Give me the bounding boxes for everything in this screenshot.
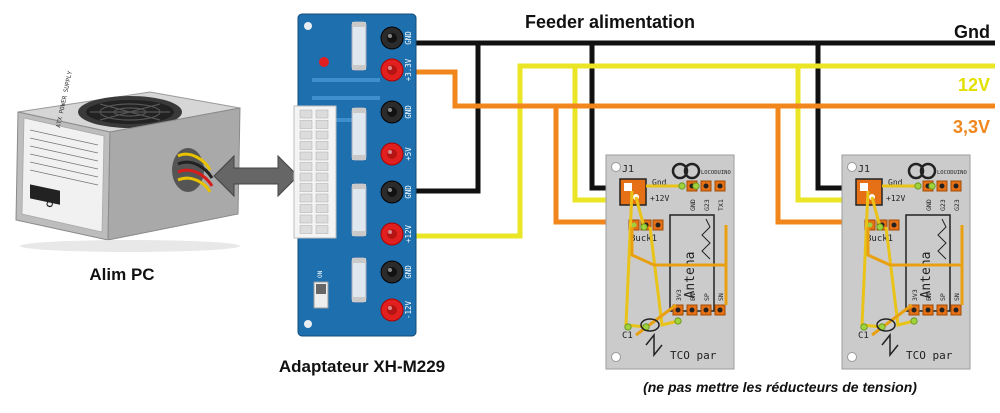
rail-label-3v3: 3,3V [953,117,990,137]
adapter-label: Adaptateur XH-M229 [279,357,445,376]
terminal-label: GND [404,105,413,119]
board-top-pins-2: TX1 [717,199,725,211]
board-v12: +12V [886,194,905,203]
board-antenna: Antena [919,252,934,299]
terminal-12v-7: -12V [380,298,413,322]
board-footer: TCO par [670,349,717,362]
terminal-5v-3: +5V [380,142,413,166]
terminal-gnd-6: GND [380,260,413,284]
board-cap: C1 [622,331,633,341]
board-bottom-pins-1: EN [689,293,697,301]
terminal-label: +5V [404,147,413,161]
fuse-2 [351,107,367,161]
xh-m229-adapter: ON GND +3.3V GND +5V GND +12V GND -12V [293,13,417,337]
terminal-12v-5: +12V [380,222,413,246]
rail-label-gnd: Gnd [954,22,990,42]
board-cap: C1 [858,331,869,341]
terminal-gnd-2: GND [380,100,413,124]
board-buck: Buck1 [866,234,893,244]
board-bottom-pins-0: 3V3 [675,289,683,301]
board-top-pins-1: G23 [703,199,711,211]
fuse-4 [351,257,367,303]
board-antenna: Antena [683,252,698,299]
terminal-label: +3.3V [404,58,413,81]
fuse-1 [351,21,367,71]
diagram-title: Feeder alimentation [525,12,695,32]
board-header: J1 [622,164,634,175]
terminal-gnd-4: GND [380,180,413,204]
pc-power-supply: ATX POWER SUPPLY CE [15,70,241,252]
psu-label: Alim PC [89,265,154,284]
board-bottom-pins-3: SN [953,293,961,301]
note-text: (ne pas mettre les réducteurs de tension… [643,379,917,395]
terminal-label: GND [404,185,413,199]
board-bottom-pins-3: SN [717,293,725,301]
rail-label-12v: 12V [958,75,990,95]
board-bottom-pins-0: 3V3 [911,289,919,301]
terminal-gnd-0: GND [380,26,413,50]
board-top-pins-0: GND [689,199,697,211]
board-gnd: Gnd [888,178,903,187]
switch-label: ON [317,270,324,278]
adapter-label-model: XH-M229 [373,357,445,376]
terminal-33v-1: +3.3V [380,58,413,82]
board-footer: TCO par [906,349,953,362]
rail-3v3 [410,69,995,225]
board-logo: LOCODUINO [937,170,967,176]
board-logo: LOCODUINO [701,170,731,176]
board-v12: +12V [650,194,669,203]
psu-cert-text: CE [44,194,56,208]
board-buck: Buck1 [630,234,657,244]
board-bottom-pins-1: EN [925,293,933,301]
terminal-label: +12V [404,224,413,243]
terminal-label: GND [404,31,413,45]
board-header: J1 [858,164,870,175]
fuse-3 [351,183,367,237]
board-bottom-pins-2: SP [703,293,711,301]
terminal-label: -12V [404,300,413,319]
adapter-label-prefix: Adaptateur [279,357,373,376]
board-gnd: Gnd [652,178,667,187]
board-top-pins-1: G23 [939,199,947,211]
terminal-label: GND [404,265,413,279]
board-top-pins-2: G23 [953,199,961,211]
board-bottom-pins-2: SP [939,293,947,301]
board-top-pins-0: GND [925,199,933,211]
